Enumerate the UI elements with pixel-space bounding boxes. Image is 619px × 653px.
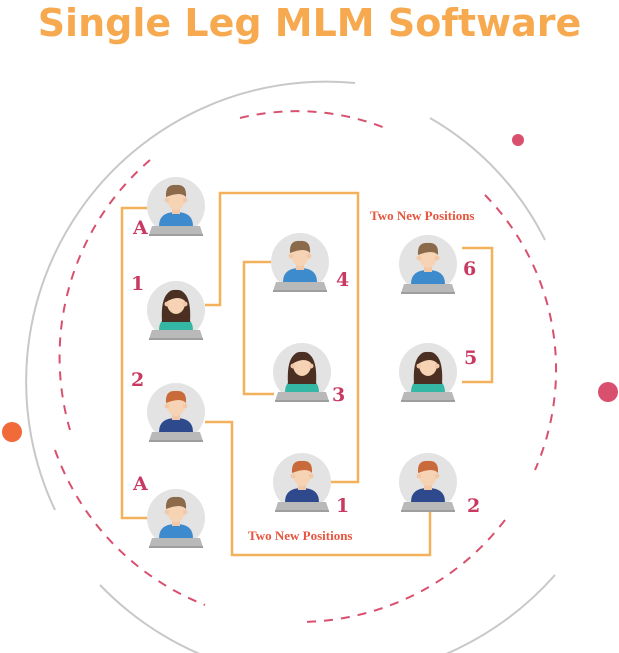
dashed-arc-right: [484, 194, 558, 471]
caption-bottom: Two New Positions: [248, 528, 352, 543]
label-5: 5: [464, 347, 477, 369]
label-3: 3: [332, 384, 345, 406]
person-avatar-2-right: [399, 453, 457, 512]
dashed-arc-left: [58, 159, 151, 431]
label-1-mid: 1: [336, 495, 349, 517]
decorative-dot: [2, 422, 22, 442]
decorative-dot: [598, 382, 618, 402]
person-avatar-4: [271, 233, 329, 292]
connector-a-chain: [120, 206, 148, 520]
label-a-top: A: [132, 217, 148, 239]
person-avatar-5: [399, 343, 457, 402]
decorative-dot: [512, 134, 524, 146]
label-a-bottom: A: [132, 473, 148, 495]
outer-ring-arc-right: [429, 117, 546, 241]
outer-ring-arc-bottom: [99, 574, 556, 653]
label-1-left: 1: [131, 273, 144, 295]
person-avatar-a-top: [147, 177, 205, 236]
connector-4-3: [242, 260, 274, 396]
person-avatar-6: [399, 235, 457, 294]
person-avatar-a-bottom: [147, 489, 205, 548]
dashed-arc-left-bottom: [54, 449, 206, 606]
page-title: Single Leg MLM Software: [37, 1, 582, 45]
outer-ring-arc: [25, 80, 356, 511]
connector-6-5: [462, 246, 494, 384]
label-4: 4: [336, 269, 349, 291]
dashed-arc-top: [239, 110, 391, 131]
person-avatar-1-mid: [273, 453, 331, 512]
person-avatar-1-left: [147, 281, 205, 340]
label-2-left: 2: [131, 369, 144, 391]
label-6: 6: [463, 258, 476, 280]
connector-2-bottom: [205, 420, 432, 557]
person-avatar-3: [273, 343, 331, 402]
person-avatar-2-left: [147, 383, 205, 442]
dashed-arc-bottom: [299, 519, 506, 623]
caption-top: Two New Positions: [370, 208, 474, 223]
connector-1-to-top: [205, 191, 360, 484]
label-2-right: 2: [467, 495, 480, 517]
